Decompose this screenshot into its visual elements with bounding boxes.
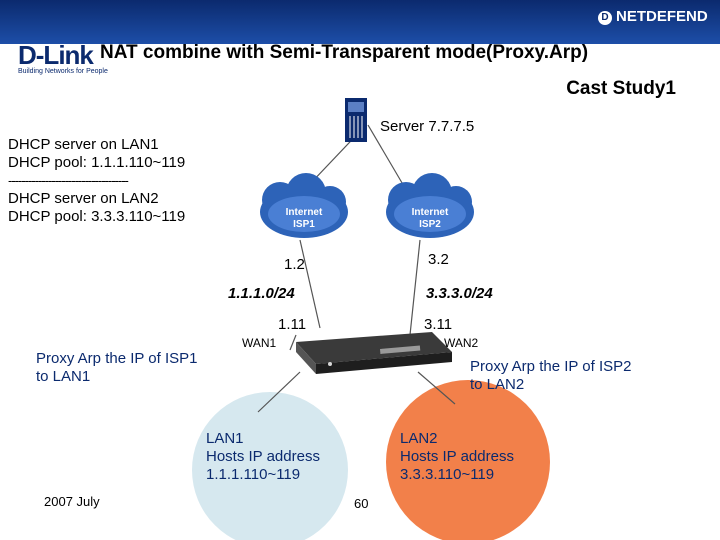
shield-icon: D	[598, 11, 612, 25]
dhcp-separator: ------------------------------------	[8, 173, 129, 188]
title-line1: NAT combine with Semi-Transparent mode(P…	[100, 42, 589, 63]
dhcp-line2: DHCP pool: 1.1.1.110~119	[8, 154, 186, 171]
server-label: Server 7.7.7.5	[380, 118, 475, 135]
proxy-arp-isp2-line2: to LAN2	[470, 376, 525, 393]
net1-label: 1.1.1.0/24	[228, 285, 295, 302]
ip-1-2-label: 1.2	[284, 256, 305, 273]
title-line2: Cast Study1	[566, 78, 676, 99]
dhcp-line3: DHCP server on LAN2	[8, 190, 159, 207]
cloud-isp1-name: Internet	[285, 207, 323, 218]
lan1-line1: Hosts IP address	[206, 448, 320, 465]
dlink-logo: D-Link Building Networks for People	[18, 42, 118, 76]
net3-label: 3.3.3.0/24	[426, 285, 493, 302]
lan1-line2: 1.1.1.110~119	[206, 466, 301, 483]
wan2-label: WAN2	[444, 336, 479, 350]
cloud-isp1-label: Internet ISP1	[274, 207, 334, 231]
lan2-line1: Hosts IP address	[400, 448, 514, 465]
lan2-info: LAN2 Hosts IP address 3.3.3.110~119	[400, 430, 514, 484]
dhcp-line1: DHCP server on LAN1	[8, 136, 159, 153]
lan1-circle	[192, 392, 348, 540]
dlink-logo-text: D-Link	[18, 40, 94, 70]
proxy-arp-isp1-line2: to LAN1	[36, 368, 91, 385]
lan2-circle	[386, 380, 550, 540]
cloud-isp1-icon	[260, 173, 348, 238]
cloud-isp2-label: Internet ISP2	[400, 207, 460, 231]
lan1-title: LAN1	[206, 430, 244, 447]
cloud-isp1-isp: ISP1	[293, 219, 315, 230]
server-icon	[345, 98, 367, 142]
lan1-info: LAN1 Hosts IP address 1.1.1.110~119	[206, 430, 320, 484]
dhcp-line4: DHCP pool: 3.3.3.110~119	[8, 208, 186, 225]
ip-3-2-label: 3.2	[428, 251, 449, 268]
ip-1-11-label: 1.11	[278, 316, 307, 333]
proxy-arp-isp2-note: Proxy Arp the IP of ISP2 to LAN2	[470, 358, 631, 394]
cloud-isp2-icon	[386, 173, 474, 238]
dlink-logo-tagline: Building Networks for People	[18, 68, 108, 75]
dhcp-info: DHCP server on LAN1 DHCP pool: 1.1.1.110…	[8, 136, 185, 226]
firewall-device-icon	[296, 332, 452, 374]
cloud-isp2-isp: ISP2	[419, 219, 441, 230]
lan2-line2: 3.3.3.110~119	[400, 466, 495, 483]
lan2-title: LAN2	[400, 430, 438, 447]
footer-page-number: 60	[354, 496, 369, 511]
proxy-arp-isp1-line1: Proxy Arp the IP of ISP1	[36, 350, 198, 367]
wan1-label: WAN1	[242, 336, 277, 350]
proxy-arp-isp2-line1: Proxy Arp the IP of ISP2	[470, 358, 632, 375]
proxy-arp-isp1-note: Proxy Arp the IP of ISP1 to LAN1	[36, 350, 197, 386]
ip-3-11-label: 3.11	[424, 316, 453, 333]
footer-date: 2007 July	[44, 494, 100, 509]
cloud-isp2-name: Internet	[411, 207, 449, 218]
